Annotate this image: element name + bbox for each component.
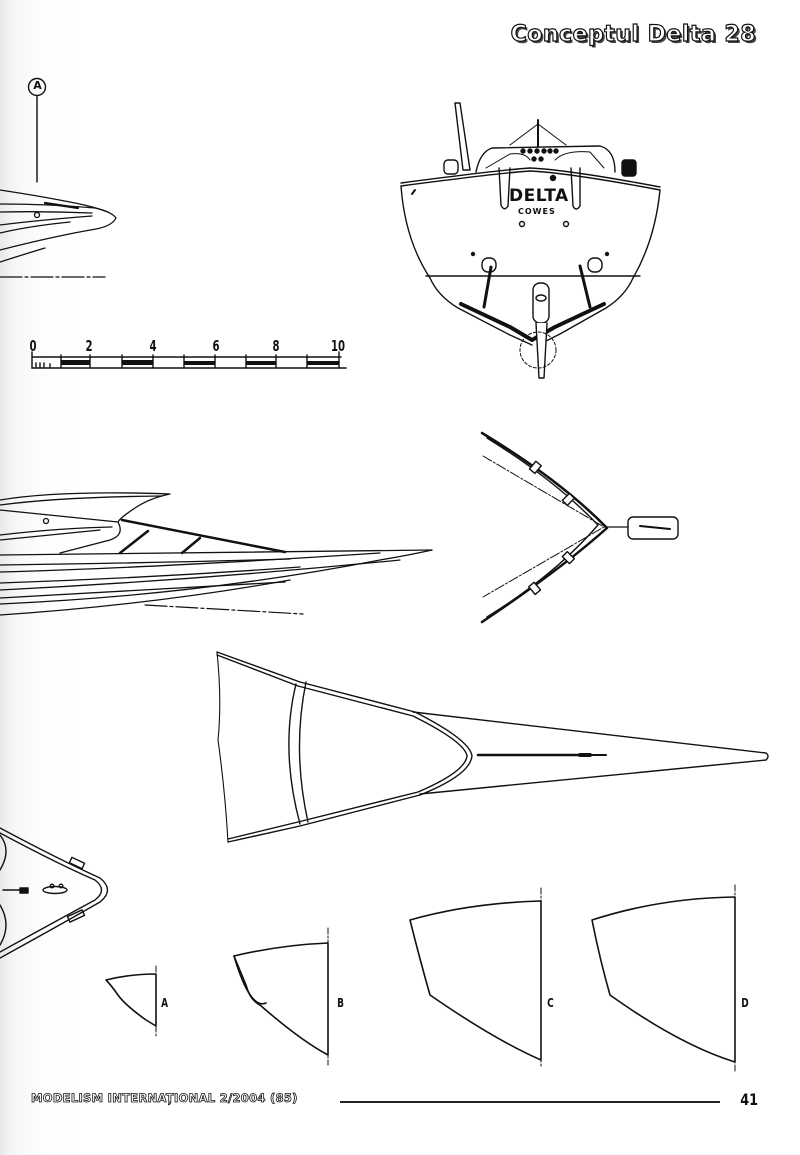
section-label-b: B xyxy=(337,996,345,1010)
footer-page-number: 41 xyxy=(740,1090,759,1109)
callout-a-marker-icon xyxy=(27,77,47,183)
scale-tick-6: 6 xyxy=(212,337,220,355)
section-label-a: A xyxy=(161,996,169,1010)
bow-deck-top-view-drawing xyxy=(216,651,769,843)
bow-side-detail-drawing xyxy=(0,189,117,278)
scale-tick-8: 8 xyxy=(272,337,280,355)
section-label-d: D xyxy=(741,996,749,1010)
stern-home-port: COWES xyxy=(518,207,556,216)
bow-side-view-drawing xyxy=(0,492,433,616)
footer-publication: MODELISM INTERNAȚIONAL 2/2004 (85) xyxy=(31,1091,298,1106)
stern-hull-name: DELTA xyxy=(509,186,569,206)
bow-pulpit-top-view-drawing xyxy=(480,431,679,624)
hull-sections-drawing xyxy=(105,884,736,1074)
callout-a-label: A xyxy=(33,79,42,92)
bow-detail-bottom-left-drawing xyxy=(0,827,109,959)
scale-tick-2: 2 xyxy=(85,337,93,355)
scale-tick-0: 0 xyxy=(29,337,37,355)
stern-view-drawing xyxy=(400,102,661,379)
section-label-c: C xyxy=(547,996,554,1010)
scale-tick-10: 10 xyxy=(330,337,346,355)
scale-tick-4: 4 xyxy=(149,337,157,355)
page-header-title: Conceptul Delta 28 xyxy=(510,21,756,47)
footer-divider xyxy=(340,1101,720,1103)
scale-bar-drawing xyxy=(31,351,347,369)
